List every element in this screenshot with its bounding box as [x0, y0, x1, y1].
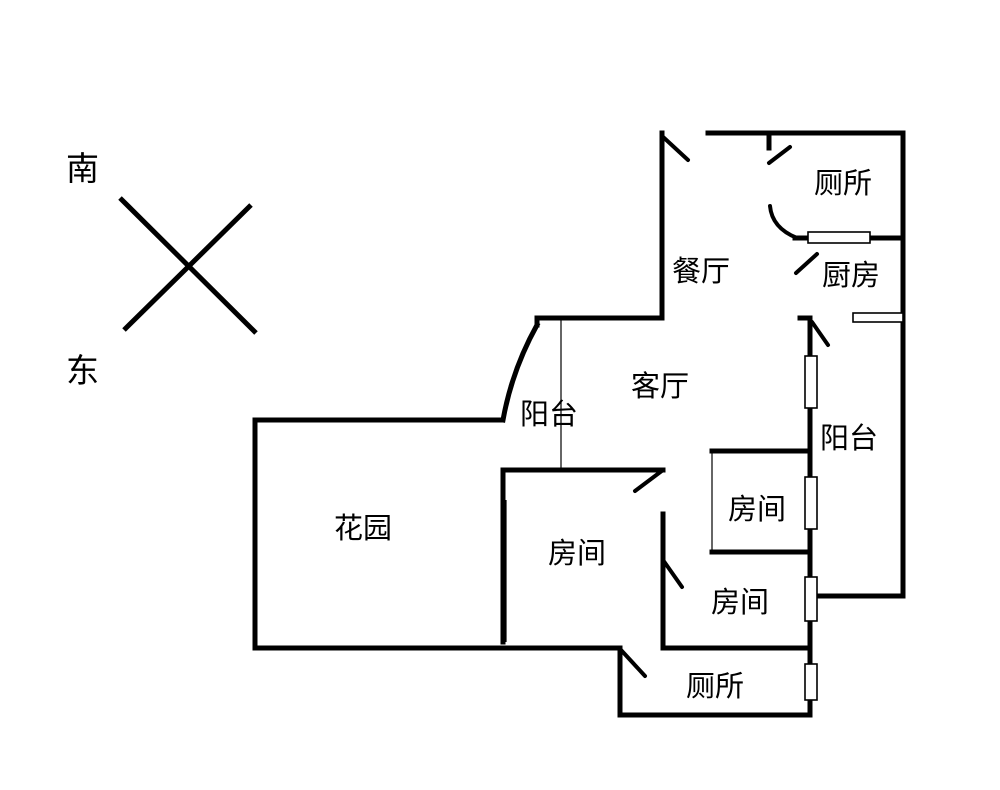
door-kitchen	[794, 252, 819, 275]
door-kitchen-balcony	[810, 320, 830, 347]
door-bedroom-left	[633, 468, 665, 493]
window-bedroom-small	[804, 476, 818, 530]
wall-north	[705, 130, 906, 599]
wall-garden	[252, 417, 623, 651]
door-toilet-top	[767, 145, 792, 165]
window-kitchen-east	[852, 312, 904, 323]
compass: 南 东	[66, 149, 258, 390]
room-label-garden: 花园	[334, 511, 392, 545]
room-label-toilet-bottom: 厕所	[686, 669, 744, 703]
compass-east-label: 东	[66, 351, 99, 390]
room-label-bedroom-small: 房间	[728, 492, 786, 526]
wall-dining-west	[534, 130, 665, 328]
compass-line-b	[122, 203, 253, 332]
room-label-balcony-left: 阳台	[520, 397, 578, 431]
window-kitchen-divider	[807, 231, 871, 244]
wall-balcony-curve	[500, 321, 541, 423]
window-bedroom-right	[804, 576, 818, 622]
wall-bedroom-right	[660, 511, 813, 651]
room-label-balcony-right: 阳台	[820, 421, 878, 455]
doors	[619, 134, 830, 678]
door-bedroom-right	[661, 558, 684, 589]
room-label-toilet-top: 厕所	[814, 166, 872, 200]
door-toilet-bottom	[619, 648, 647, 678]
door-entrance	[660, 134, 690, 162]
room-label-bedroom-right: 房间	[711, 585, 769, 619]
window-toilet-bottom	[804, 663, 818, 701]
windows	[804, 231, 904, 701]
wall-bedroom-left-top	[500, 467, 666, 645]
walls	[252, 130, 906, 718]
room-label-dining: 餐厅	[672, 254, 730, 288]
room-label-living: 客厅	[631, 369, 689, 403]
room-label-kitchen: 厨房	[822, 258, 880, 292]
room-labels: 厕所 餐厅 厨房 客厅 阳台 阳台 花园 房间 房间 房间 厕所	[334, 166, 880, 703]
room-label-bedroom-left: 房间	[548, 536, 606, 570]
door-toilet-top-swing	[768, 204, 799, 240]
window-living-east	[804, 355, 818, 409]
compass-south-label: 南	[66, 149, 99, 188]
